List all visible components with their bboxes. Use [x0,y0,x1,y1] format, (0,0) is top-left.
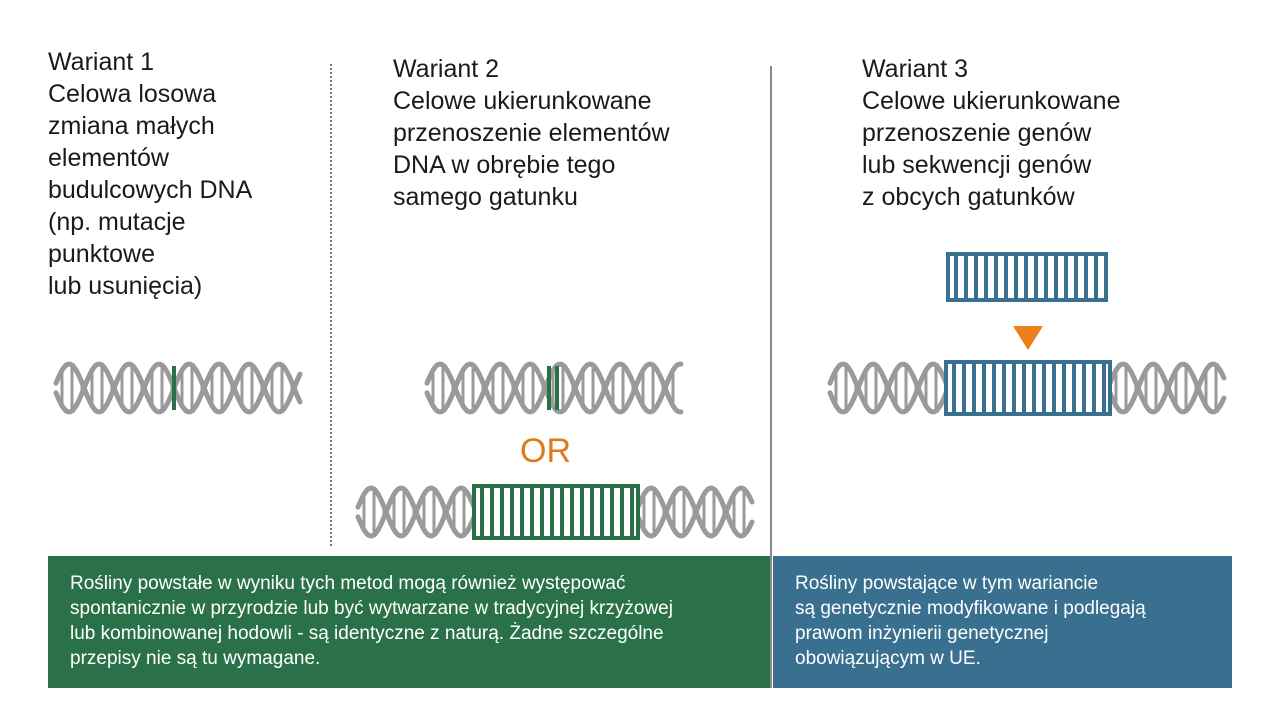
variant-1-line: punktowe [48,240,156,268]
dna-helix-icon [827,360,1227,416]
dna-strand [1107,361,1227,415]
info-box-natural: Rośliny powstałe w wyniku tych metod mog… [48,556,770,688]
variant-1-line: Celowa losowa [48,80,217,108]
dna-strand [53,361,303,415]
variant-1-line: elementów [48,144,169,172]
variant-3-line: lub sekwencji genów [862,151,1092,179]
info-box-line: spontanicznie w przyrodzie lub być wytwa… [70,598,673,619]
dna-strand [424,361,684,415]
variant-1-line: (np. mutacje [48,208,186,236]
variant-3-line: Celowe ukierunkowane [862,87,1121,115]
column-divider-dotted [330,64,332,546]
info-box-line: Rośliny powstałe w wyniku tych metod mog… [70,573,626,594]
variant-3-line: z obcych gatunków [862,183,1075,211]
info-box-line: są genetycznie modyfikowane i podlegają [795,598,1146,619]
or-label: OR [520,432,571,470]
variant-1-line: zmiana małych [48,112,215,140]
dna-helix-icon [53,361,303,415]
variant-2-line: samego gatunku [393,183,578,211]
variant-2-line: DNA w obrębie tego [393,151,616,179]
variant-3-title: Wariant 3 [862,55,969,83]
variant-2-text: Wariant 2 Celowe ukierunkowane przenosze… [393,53,670,213]
column-divider-solid [770,66,772,688]
arrow-down-icon [1013,326,1043,350]
variant-2-line: Celowe ukierunkowane [393,87,652,115]
dna-strand [355,485,477,539]
variant-3-line: przenoszenie genów [862,119,1092,147]
dna-strand [827,361,949,415]
variant-1-line: budulcowych DNA [48,176,253,204]
dna-helix-icon [355,484,755,540]
info-box-line: przepisy nie są tu wymagane. [70,648,321,669]
variant-2-line: przenoszenie elementów [393,119,670,147]
dna-strand [53,361,303,415]
variant-1-line: lub usunięcia) [48,272,203,300]
info-box-line: obowiązującym w UE. [795,648,981,669]
variant-2-title: Wariant 2 [393,55,500,83]
info-box-line: lub kombinowanej hodowli - są identyczne… [70,623,664,644]
variant-3-text: Wariant 3 Celowe ukierunkowane przenosze… [862,53,1120,213]
variant-1-title: Wariant 1 [48,48,155,76]
dna-strand [424,361,684,415]
info-box-gmo: Rośliny powstające w tym wariancie są ge… [773,556,1232,688]
gene-segment-icon [946,252,1108,302]
info-box-line: prawom inżynierii genetycznej [795,623,1049,644]
dna-helix-icon [424,361,684,415]
variant-1-text: Wariant 1 Celowa losowa zmiana małych el… [48,46,252,302]
info-box-line: Rośliny powstające w tym wariancie [795,573,1099,594]
dna-strand [635,485,755,539]
